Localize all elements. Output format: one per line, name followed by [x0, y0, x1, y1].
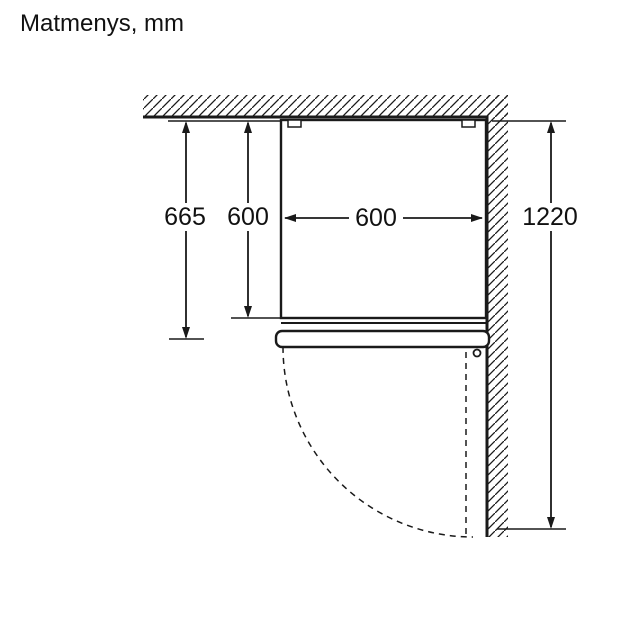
side-wall	[485, 95, 508, 537]
appliance-door	[274, 329, 491, 349]
dim-depth-total-label-bg	[158, 203, 212, 231]
dim-side-clearance-arrow-down	[547, 517, 555, 529]
appliance-wall-spacer-left	[287, 119, 302, 128]
dim-width-arrow-left	[284, 214, 296, 222]
dim-width-label-bg	[349, 204, 403, 232]
dim-side-clearance-label-bg	[517, 203, 583, 231]
dim-depth-body-label-bg	[221, 203, 275, 231]
appliance-top-view	[274, 118, 491, 538]
top-wall	[143, 95, 508, 119]
door-swing-arc	[282, 346, 474, 538]
dim-width-label: 600	[355, 204, 397, 232]
appliance-wall-spacer-right	[461, 119, 476, 128]
dim-depth-body-label: 600	[227, 203, 269, 231]
dim-depth-total: 665	[158, 120, 280, 340]
dim-depth-total-arrow-up	[182, 121, 190, 133]
dim-side-clearance-label: 1220	[522, 203, 578, 231]
dim-side-clearance: 1220	[492, 120, 583, 530]
dim-depth-total-label: 665	[164, 203, 206, 231]
dim-depth-body: 600	[221, 121, 280, 319]
dim-depth-body-arrow-down	[244, 306, 252, 318]
side-wall-hatch	[487, 95, 508, 537]
door-hinge	[472, 348, 482, 358]
dim-width: 600	[284, 204, 483, 232]
dim-width-arrow-right	[471, 214, 483, 222]
page-title: Matmenys, mm	[20, 10, 184, 37]
top-wall-hatch	[143, 95, 508, 117]
dim-side-clearance-arrow-up	[547, 121, 555, 133]
dim-depth-body-arrow-up	[244, 121, 252, 133]
dim-depth-total-arrow-down	[182, 327, 190, 339]
